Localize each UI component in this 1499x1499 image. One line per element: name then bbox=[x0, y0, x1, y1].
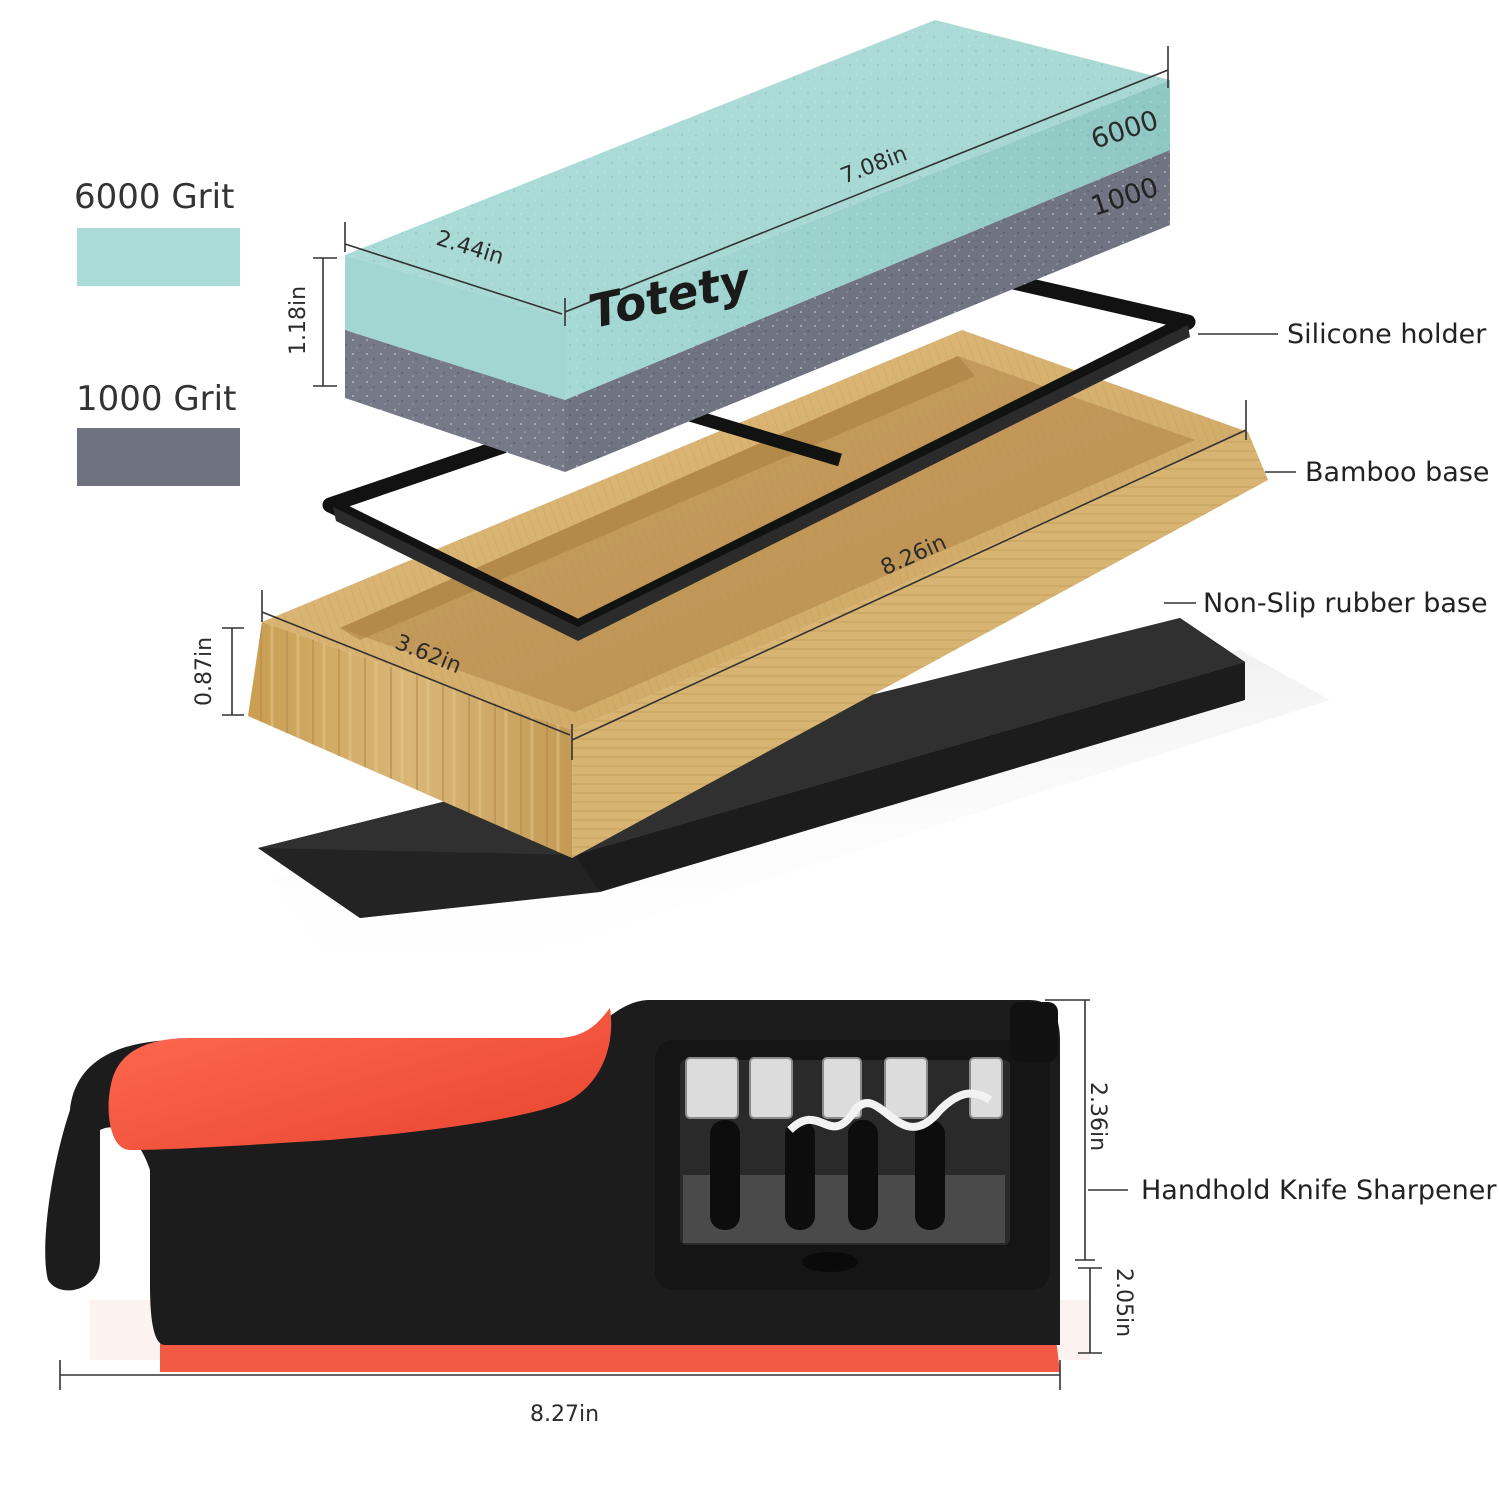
dim-stone-height: 1.18in bbox=[286, 285, 311, 355]
legend-6000-swatch bbox=[77, 228, 240, 286]
legend-6000-label: 6000 Grit bbox=[74, 177, 235, 217]
legend-1000-label: 1000 Grit bbox=[76, 379, 237, 419]
dimension-lines bbox=[59, 46, 1296, 1390]
dim-sharpener-depth: 2.05in bbox=[1111, 1268, 1136, 1338]
legend-1000-swatch bbox=[77, 428, 240, 486]
dim-base-height: 0.87in bbox=[192, 636, 217, 706]
label-silicone-holder: Silicone holder bbox=[1287, 319, 1487, 350]
label-rubber-base: Non-Slip rubber base bbox=[1203, 588, 1488, 619]
whetstone bbox=[345, 20, 1170, 472]
dim-sharpener-height: 2.36in bbox=[1085, 1082, 1110, 1152]
dim-sharpener-length: 8.27in bbox=[530, 1402, 600, 1427]
knife-sharpener bbox=[45, 1000, 1061, 1372]
label-knife-sharpener: Handhold Knife Sharpener bbox=[1141, 1175, 1497, 1206]
label-bamboo-base: Bamboo base bbox=[1305, 457, 1490, 488]
